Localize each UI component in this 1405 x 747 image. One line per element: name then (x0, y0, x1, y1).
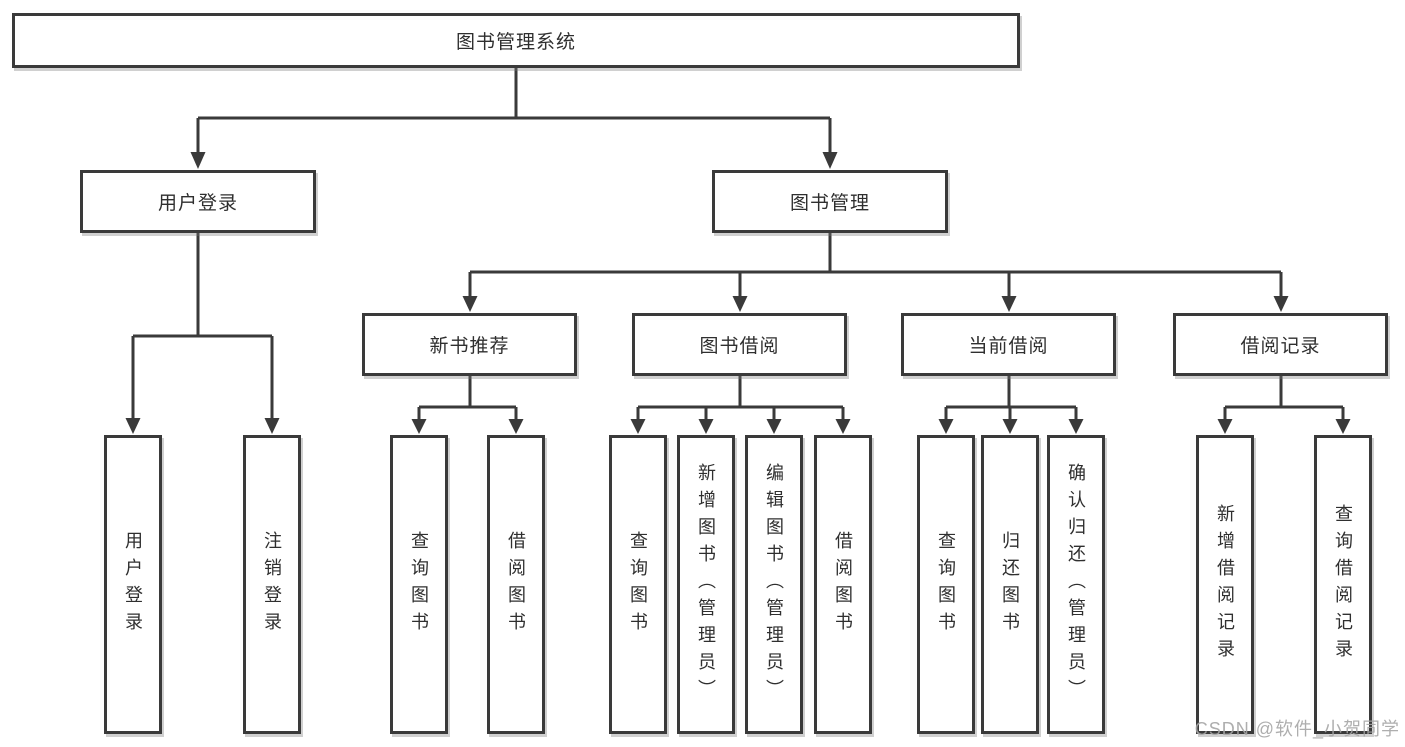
leaf-add-borrow-record-label: 新增借阅记录 (1215, 503, 1235, 666)
leaf-query-borrow-record-label: 查询借阅记录 (1333, 503, 1353, 666)
leaf-borrow-books: 借阅图书 (814, 435, 872, 734)
node-book-borrow: 图书借阅 (632, 313, 847, 376)
node-borrow-records-label: 借阅记录 (1240, 336, 1321, 357)
node-new-book-recommend: 新书推荐 (362, 313, 577, 376)
leaf-confirm-return-admin: 确认归还（管理员） (1047, 435, 1105, 734)
node-root-label: 图书管理系统 (455, 32, 576, 53)
leaf-add-borrow-record: 新增借阅记录 (1196, 435, 1254, 734)
node-book-borrow-label: 图书借阅 (699, 336, 780, 357)
leaf-query-books-borrow: 查询图书 (609, 435, 667, 734)
leaf-logout-label: 注销登录 (262, 530, 282, 639)
leaf-user-login: 用户登录 (104, 435, 162, 734)
node-current-borrow-label: 当前借阅 (968, 336, 1049, 357)
watermark: CSDN @软件_小贺同学 (1194, 719, 1400, 739)
node-borrow-records: 借阅记录 (1173, 313, 1388, 376)
node-user-login: 用户登录 (80, 170, 316, 233)
leaf-add-book-admin: 新增图书（管理员） (677, 435, 735, 734)
node-new-book-recommend-label: 新书推荐 (429, 336, 510, 357)
leaf-user-login-label: 用户登录 (123, 530, 143, 639)
leaf-borrow-books-recommend-label: 借阅图书 (506, 530, 526, 639)
leaf-edit-book-admin-label: 编辑图书（管理员） (764, 463, 784, 706)
leaf-edit-book-admin: 编辑图书（管理员） (745, 435, 803, 734)
node-book-management: 图书管理 (712, 170, 948, 233)
leaf-query-books-recommend: 查询图书 (390, 435, 448, 734)
leaf-add-book-admin-label: 新增图书（管理员） (696, 463, 716, 706)
node-root: 图书管理系统 (12, 13, 1020, 68)
node-user-login-label: 用户登录 (157, 193, 238, 214)
leaf-query-borrow-record: 查询借阅记录 (1314, 435, 1372, 734)
leaf-query-books-recommend-label: 查询图书 (409, 530, 429, 639)
leaf-query-books-current-label: 查询图书 (936, 530, 956, 639)
leaf-return-books-label: 归还图书 (1000, 530, 1020, 639)
arrowheads (125, 152, 1351, 434)
leaf-borrow-books-label: 借阅图书 (833, 530, 853, 639)
node-book-management-label: 图书管理 (789, 193, 870, 214)
leaf-query-books-borrow-label: 查询图书 (628, 530, 648, 639)
leaf-query-books-current: 查询图书 (917, 435, 975, 734)
leaf-logout: 注销登录 (243, 435, 301, 734)
node-current-borrow: 当前借阅 (901, 313, 1116, 376)
leaf-return-books: 归还图书 (981, 435, 1039, 734)
leaf-borrow-books-recommend: 借阅图书 (487, 435, 545, 734)
leaf-confirm-return-admin-label: 确认归还（管理员） (1066, 463, 1086, 706)
